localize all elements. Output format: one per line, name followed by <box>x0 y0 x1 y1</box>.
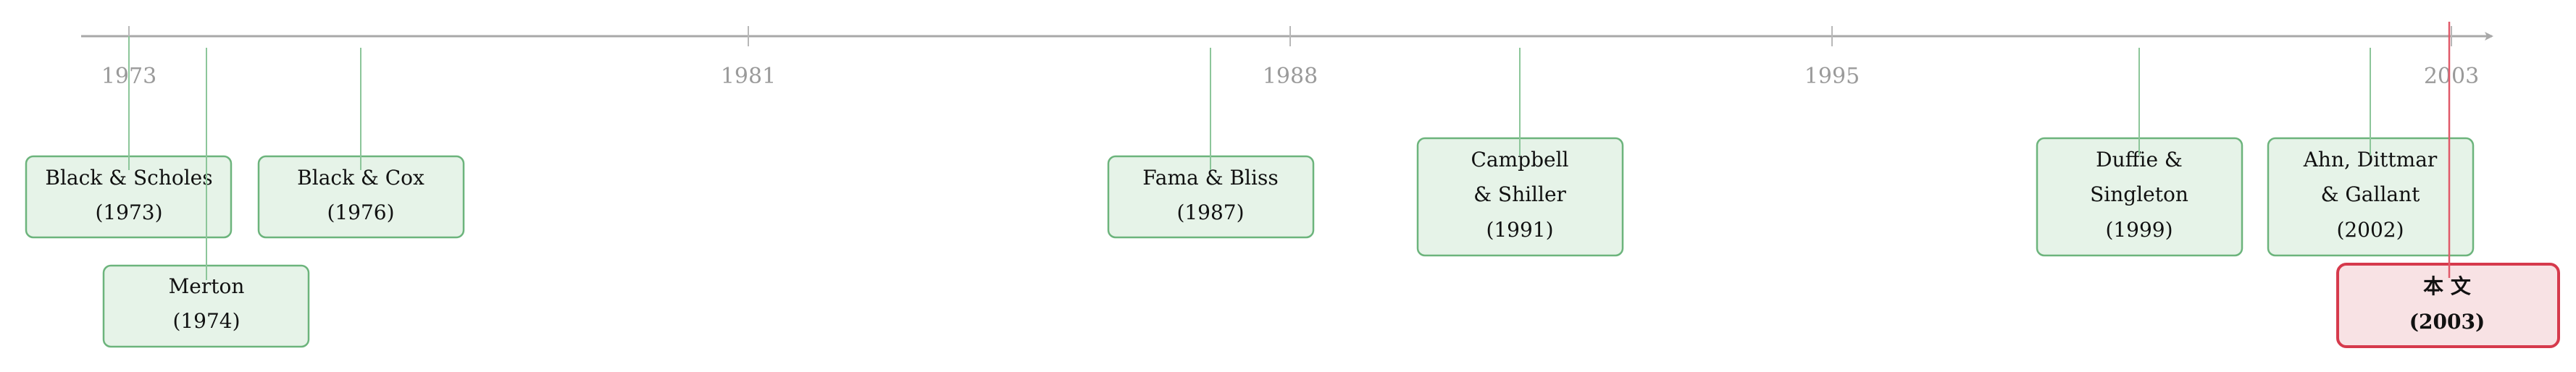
event-label-line: 本 文 <box>2423 274 2471 298</box>
event-fama-bliss: Fama & Bliss (1987) <box>1107 48 1315 239</box>
event-this-paper: 本 文 (2003) <box>2336 22 2560 348</box>
event-year-line: (1973) <box>95 200 162 224</box>
event-year-line: (1991) <box>1486 218 1553 242</box>
event-label-line: & Shiller <box>1473 182 1566 206</box>
event-ahn-dittmar-gallant: Ahn, Dittmar & Gallant (2002) <box>2267 48 2475 257</box>
event-merton: Merton (1974) <box>102 48 310 348</box>
event-black-cox: Black & Cox (1976) <box>257 48 465 239</box>
event-year-line: (2002) <box>2336 218 2404 242</box>
event-box-highlight <box>2336 263 2560 348</box>
event-year-line: (1974) <box>172 309 240 333</box>
year-label-1988: 1988 <box>1263 64 1318 89</box>
event-year-line: (1999) <box>2105 218 2173 242</box>
year-label-1981: 1981 <box>721 64 776 89</box>
event-duffie-singleton: Duffie & Singleton (1999) <box>2036 48 2243 257</box>
event-label-line: Singleton <box>2090 182 2188 206</box>
event-campbell-shiller: Campbell & Shiller (1991) <box>1416 48 1624 257</box>
event-year-line: (1987) <box>1176 200 1244 224</box>
event-year-line: (2003) <box>2409 310 2485 334</box>
event-black-scholes: Black & Scholes (1973) <box>25 36 233 239</box>
event-year-line: (1976) <box>327 200 394 224</box>
year-label-1995: 1995 <box>1805 64 1860 89</box>
event-label-line: & Gallant <box>2321 182 2421 206</box>
year-label-2003: 2003 <box>2424 64 2479 89</box>
